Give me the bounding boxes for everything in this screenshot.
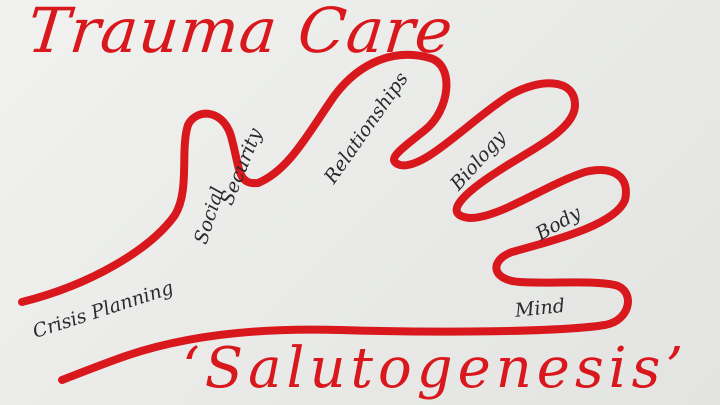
- hand-outline-stroke: [18, 50, 632, 384]
- subtitle: ‘Salutogenesis’: [182, 336, 689, 401]
- page-title: Trauma Care: [24, 0, 457, 67]
